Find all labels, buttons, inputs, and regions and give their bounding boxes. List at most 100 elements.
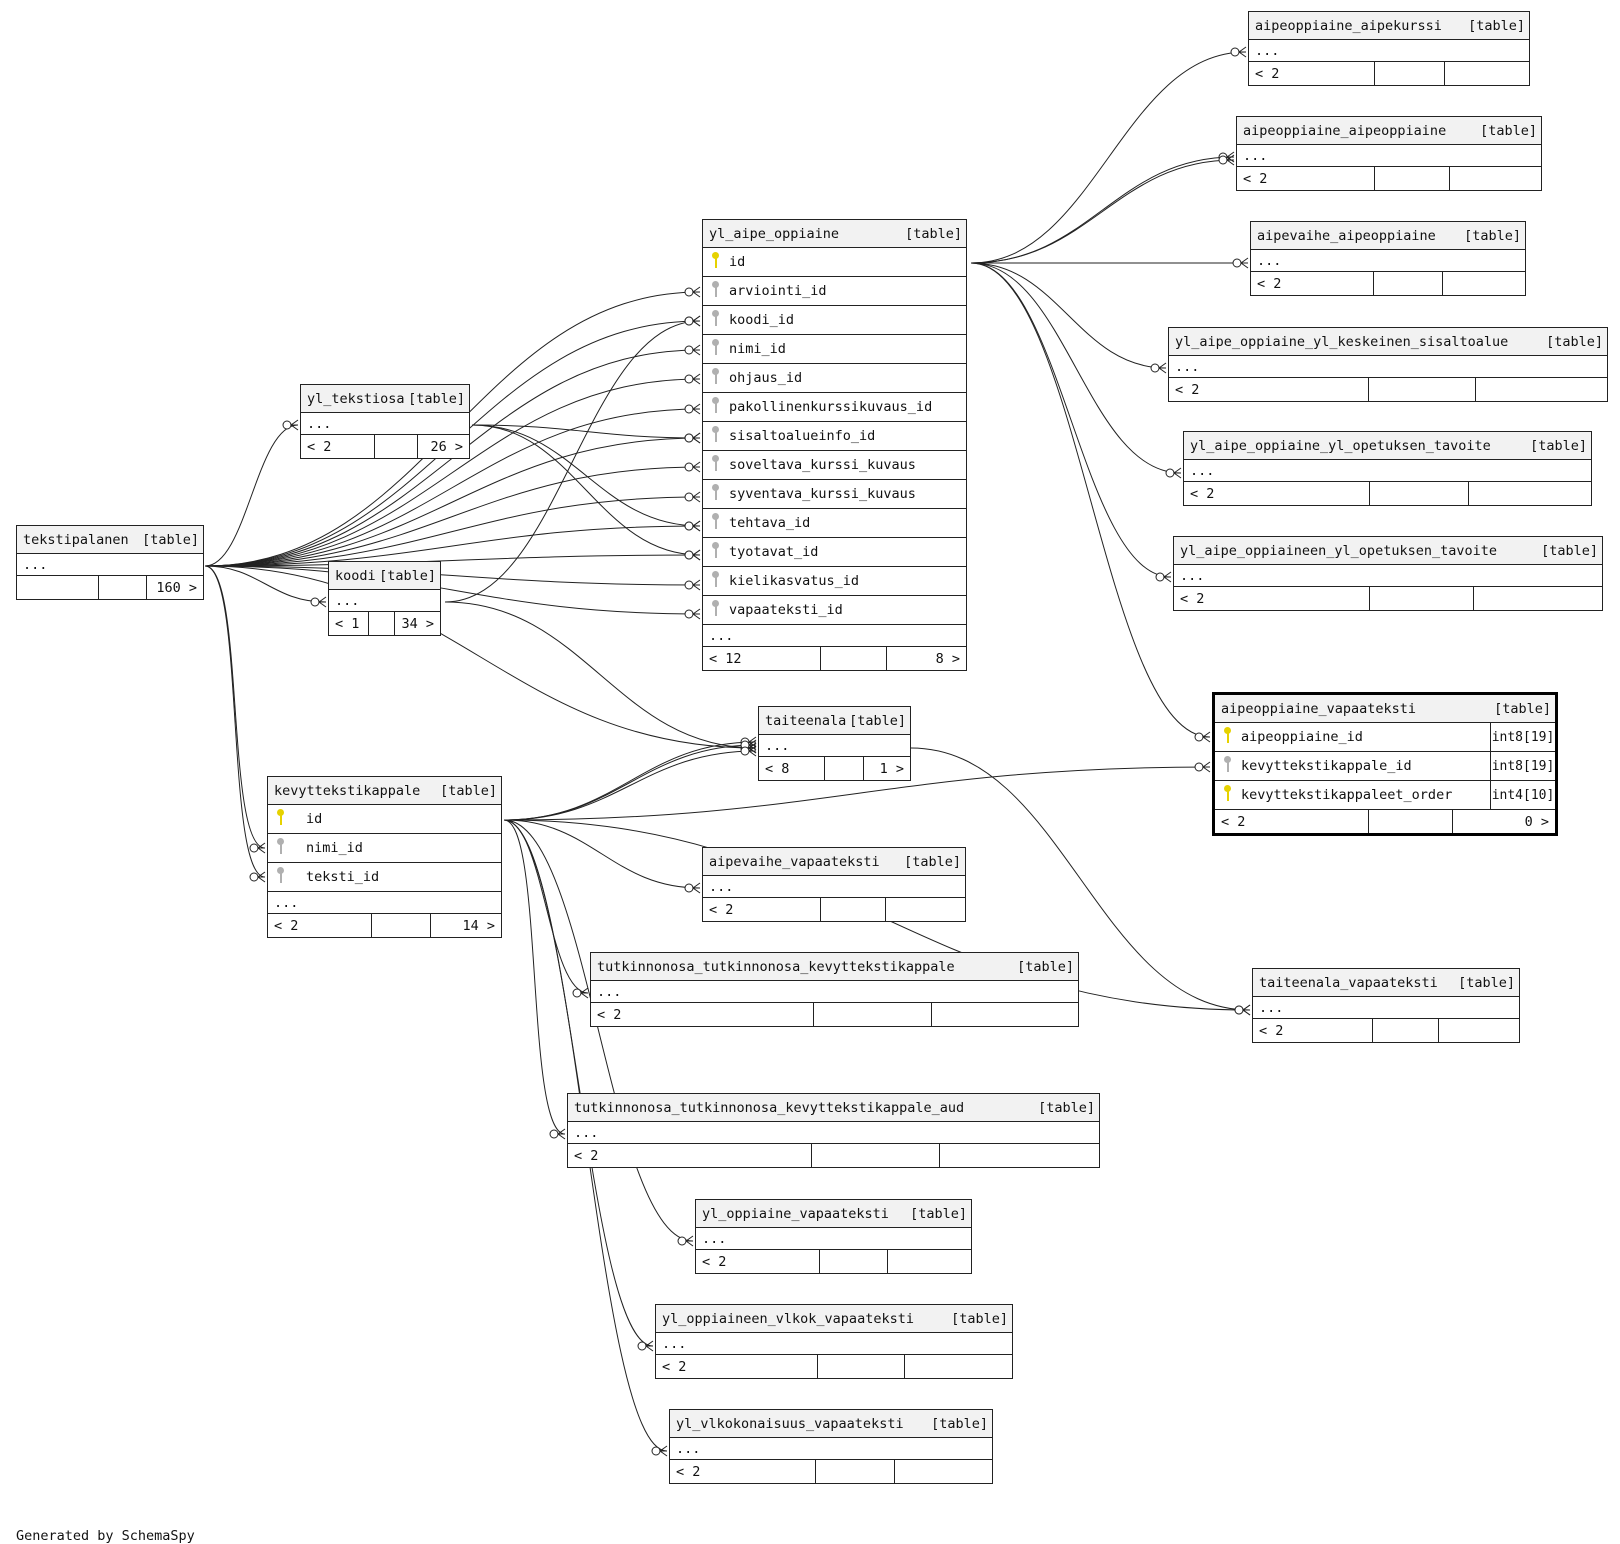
parents-count[interactable]: < 2 xyxy=(1253,1019,1373,1042)
more-columns[interactable]: ... xyxy=(670,1438,992,1460)
column-row[interactable]: nimi_id xyxy=(268,834,501,863)
parents-count[interactable]: < 2 xyxy=(1215,810,1370,833)
parents-count[interactable]: < 2 xyxy=(703,898,821,921)
children-count[interactable] xyxy=(905,1355,1012,1378)
parents-count[interactable]: < 2 xyxy=(696,1250,820,1273)
rows-cell xyxy=(825,757,865,780)
parents-count[interactable]: < 2 xyxy=(1237,167,1375,190)
parents-count[interactable]: < 1 xyxy=(329,612,369,635)
children-count[interactable] xyxy=(932,1003,1078,1026)
more-columns[interactable]: ... xyxy=(703,625,966,647)
column-row[interactable]: tyotavat_id xyxy=(703,538,966,567)
more-columns[interactable]: ... xyxy=(591,981,1078,1003)
children-count[interactable]: 26 > xyxy=(430,438,463,455)
more-columns[interactable]: ... xyxy=(301,413,469,435)
more-columns[interactable]: ... xyxy=(656,1333,1012,1355)
children-count[interactable]: 160 > xyxy=(156,579,197,596)
parents-count[interactable]: < 2 xyxy=(591,1003,815,1026)
column-row[interactable]: vapaateksti_id xyxy=(703,596,966,625)
table-tutkinnonosa-tutkinnonosa-kevyttekstikappale-aud[interactable]: tutkinnonosa_tutkinnonosa_kevyttekstikap… xyxy=(567,1093,1100,1168)
table-tutkinnonosa-tutkinnonosa-kevyttekstikappale[interactable]: tutkinnonosa_tutkinnonosa_kevyttekstikap… xyxy=(590,952,1079,1027)
column-row[interactable]: nimi_id xyxy=(703,335,966,364)
more-columns[interactable]: ... xyxy=(268,892,501,914)
table-yl-aipe-oppiaineen-yl-opetuksen-tavoite[interactable]: yl_aipe_oppiaineen_yl_opetuksen_tavoite[… xyxy=(1173,536,1603,611)
children-count[interactable] xyxy=(940,1144,1099,1167)
more-columns[interactable]: ... xyxy=(1249,40,1529,62)
children-count[interactable] xyxy=(1439,1019,1519,1042)
parents-count[interactable]: < 2 xyxy=(1169,378,1370,401)
table-aipeoppiaine-aipeoppiaine[interactable]: aipeoppiaine_aipeoppiaine[table]...< 2 xyxy=(1236,116,1542,191)
column-row[interactable]: syventava_kurssi_kuvaus xyxy=(703,480,966,509)
parents-count[interactable]: < 8 xyxy=(759,757,825,780)
more-columns[interactable]: ... xyxy=(17,554,203,576)
children-count[interactable]: 0 > xyxy=(1524,813,1549,830)
parents-count[interactable]: < 2 xyxy=(670,1460,816,1483)
parents-count[interactable]: < 2 xyxy=(656,1355,818,1378)
column-row[interactable]: id xyxy=(703,248,966,277)
children-count[interactable] xyxy=(1443,272,1525,295)
children-count[interactable] xyxy=(1445,62,1529,85)
more-columns[interactable]: ... xyxy=(568,1122,1099,1144)
children-count[interactable] xyxy=(1469,482,1591,505)
table-taiteenala-vapaateksti[interactable]: taiteenala_vapaateksti[table]...< 2 xyxy=(1252,968,1520,1043)
column-row[interactable]: kielikasvatus_id xyxy=(703,567,966,596)
column-row[interactable]: ohjaus_id xyxy=(703,364,966,393)
more-columns[interactable]: ... xyxy=(1253,997,1519,1019)
children-count[interactable]: 14 > xyxy=(462,917,495,934)
children-count[interactable] xyxy=(895,1460,992,1483)
children-count[interactable] xyxy=(1474,587,1602,610)
parents-count[interactable] xyxy=(17,576,100,599)
column-row[interactable]: soveltava_kurssi_kuvaus xyxy=(703,451,966,480)
children-count[interactable] xyxy=(1476,378,1607,401)
more-columns[interactable]: ... xyxy=(329,590,440,612)
table-aipeoppiaine-aipekurssi[interactable]: aipeoppiaine_aipekurssi[table]...< 2 xyxy=(1248,11,1530,86)
table-yl-oppiaineen-vlkok-vapaateksti[interactable]: yl_oppiaineen_vlkok_vapaateksti[table]..… xyxy=(655,1304,1013,1379)
table-yl-oppiaine-vapaateksti[interactable]: yl_oppiaine_vapaateksti[table]...< 2 xyxy=(695,1199,972,1274)
parents-count[interactable]: < 2 xyxy=(568,1144,812,1167)
more-columns[interactable]: ... xyxy=(1184,460,1591,482)
table-yl-vlkokonaisuus-vapaateksti[interactable]: yl_vlkokonaisuus_vapaateksti[table]...< … xyxy=(669,1409,993,1484)
parents-count[interactable]: < 2 xyxy=(1174,587,1370,610)
parents-count[interactable]: < 2 xyxy=(1249,62,1376,85)
more-columns[interactable]: ... xyxy=(1251,250,1525,272)
table-aipevaihe-vapaateksti[interactable]: aipevaihe_vapaateksti[table]...< 2 xyxy=(702,847,966,922)
children-count[interactable] xyxy=(886,898,965,921)
table-aipeoppiaine-vapaateksti[interactable]: aipeoppiaine_vapaateksti[table]aipeoppia… xyxy=(1212,692,1558,836)
parents-count[interactable]: < 12 xyxy=(703,647,822,670)
column-row[interactable]: tehtava_id xyxy=(703,509,966,538)
more-columns[interactable]: ... xyxy=(1174,565,1602,587)
rows-cell xyxy=(372,914,431,937)
table-yl-aipe-oppiaine-yl-opetuksen-tavoite[interactable]: yl_aipe_oppiaine_yl_opetuksen_tavoite[ta… xyxy=(1183,431,1592,506)
parents-count[interactable]: < 2 xyxy=(301,435,375,458)
parents-count[interactable]: < 2 xyxy=(1251,272,1375,295)
children-count[interactable]: 1 > xyxy=(879,760,904,777)
column-row[interactable]: arviointi_id xyxy=(703,277,966,306)
more-columns[interactable]: ... xyxy=(1237,145,1541,167)
column-row[interactable]: sisaltoalueinfo_id xyxy=(703,422,966,451)
more-columns[interactable]: ... xyxy=(703,876,965,898)
more-columns[interactable]: ... xyxy=(759,735,910,757)
children-count[interactable] xyxy=(1450,167,1541,190)
column-row[interactable]: koodi_id xyxy=(703,306,966,335)
more-columns[interactable]: ... xyxy=(696,1228,971,1250)
table-aipevaihe-aipeoppiaine[interactable]: aipevaihe_aipeoppiaine[table]...< 2 xyxy=(1250,221,1526,296)
children-count[interactable]: 8 > xyxy=(935,650,960,667)
parents-count[interactable]: < 2 xyxy=(1184,482,1370,505)
more-columns[interactable]: ... xyxy=(1169,356,1607,378)
column-row[interactable]: pakollinenkurssikuvaus_id xyxy=(703,393,966,422)
children-count[interactable] xyxy=(888,1250,971,1273)
parents-count[interactable]: < 2 xyxy=(268,914,373,937)
column-row[interactable]: teksti_id xyxy=(268,863,501,892)
table-yl-aipe-oppiaine-yl-keskeinen-sisaltoalue[interactable]: yl_aipe_oppiaine_yl_keskeinen_sisaltoalu… xyxy=(1168,327,1608,402)
children-count[interactable]: 34 > xyxy=(401,615,434,632)
column-row[interactable]: id xyxy=(268,805,501,834)
table-tekstipalanen[interactable]: tekstipalanen[table]...160 > xyxy=(16,525,204,600)
